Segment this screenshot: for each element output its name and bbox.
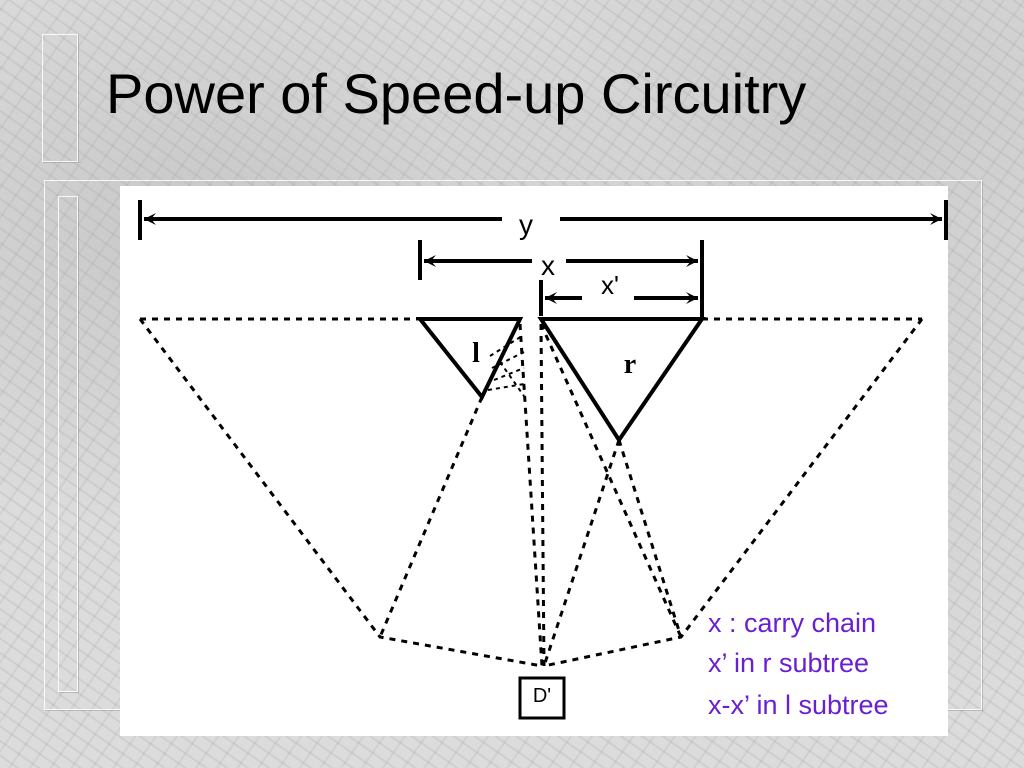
r-apex-to-d: [542, 439, 621, 667]
d-prime-box: [518, 676, 566, 720]
dimension-x: x: [418, 240, 704, 318]
l-top-to-d: [518, 323, 544, 667]
dimension-x-label: x: [541, 250, 555, 281]
outer-tree-dotted: [138, 317, 924, 668]
dimension-y: y: [138, 200, 948, 240]
r-subtree-label: r: [624, 349, 636, 380]
decorative-frame-side: [58, 196, 78, 692]
legend-line-r-subtree: x’ in r subtree: [708, 648, 870, 678]
carry-chain-diagram: y x x': [138, 200, 948, 720]
dimension-x-prime: x': [539, 270, 698, 316]
dimension-y-label: y: [519, 209, 533, 240]
r-left-to-d: [539, 323, 546, 667]
slide-title: Power of Speed-up Circuitry: [106, 62, 807, 125]
legend-line-carry-chain: x : carry chain: [708, 608, 877, 638]
l-to-left-corner: [378, 396, 484, 638]
outer-left-outline: [138, 318, 543, 668]
decorative-frame-top: [42, 34, 78, 162]
dimension-x-prime-label: x': [601, 270, 619, 300]
r-subtree-triangle: [537, 317, 706, 444]
r-to-right-corner: [617, 439, 683, 638]
diagram-panel: y x x': [120, 186, 948, 736]
r-left-to-right-corner: [539, 323, 683, 638]
legend-line-l-subtree: x-x’ in l subtree: [708, 690, 889, 720]
l-subtree-triangle: [415, 317, 524, 401]
l-subtree-label: l: [472, 338, 480, 369]
d-prime-label: D': [533, 685, 551, 707]
d-prime-node: D': [518, 676, 566, 720]
